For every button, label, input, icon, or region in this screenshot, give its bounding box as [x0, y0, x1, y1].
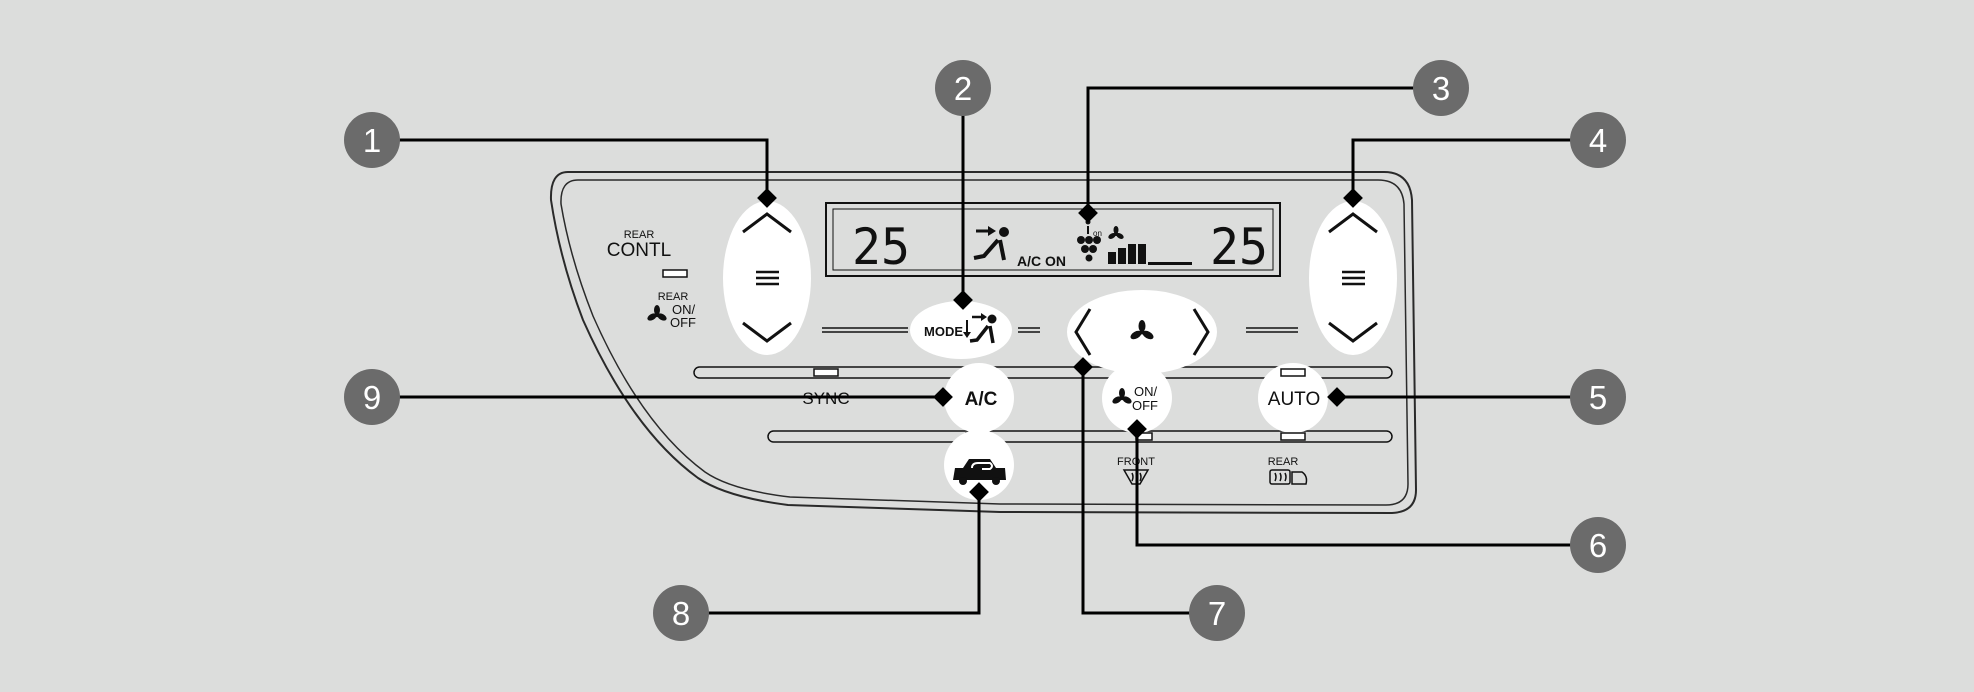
fan-on-label: ON/	[1134, 384, 1158, 399]
mode-label: MODE	[924, 324, 963, 339]
svg-text:4: 4	[1589, 122, 1607, 159]
rear-fan-icon	[647, 305, 667, 321]
fan-speed-bars-icon	[1108, 244, 1192, 265]
svg-text:8: 8	[672, 595, 690, 632]
callout-5: 5	[1570, 369, 1626, 425]
svg-text:6: 6	[1589, 527, 1607, 564]
rear-defrost-icon	[1269, 469, 1308, 485]
auto-label: AUTO	[1268, 389, 1320, 410]
rear-contl-indicator	[662, 269, 688, 278]
lcd-display	[825, 202, 1281, 277]
control-panel	[549, 171, 1418, 515]
ac-button[interactable]: A/C	[944, 363, 1014, 433]
callout-8: 8	[653, 585, 709, 641]
fan-speed-center-icon	[1130, 320, 1154, 340]
left-temp-up-icon[interactable]	[742, 212, 792, 234]
fan-on-off-icon	[1112, 388, 1132, 404]
recirculation-indicator-icon	[1077, 219, 1101, 262]
fan-speed-down-icon[interactable]	[1074, 308, 1092, 356]
rear-off-label: OFF	[670, 315, 696, 330]
temp-right-readout: 25	[1210, 218, 1268, 276]
rear-defrost-indicator	[1280, 432, 1306, 441]
ac-label: A/C	[965, 389, 998, 410]
svg-text:3: 3	[1432, 70, 1450, 107]
svg-text:7: 7	[1208, 595, 1226, 632]
sync-indicator	[813, 368, 839, 377]
callout-1: 1	[344, 112, 400, 168]
svg-text:5: 5	[1589, 379, 1607, 416]
callout-7: 7	[1189, 585, 1245, 641]
auto-indicator	[1280, 368, 1306, 377]
fan-on-off-button[interactable]: ON/ OFF	[1102, 363, 1172, 433]
rear-defrost-label: REAR	[1268, 456, 1299, 468]
callout-lines	[372, 86, 1598, 615]
left-temp-grip-icon	[756, 270, 779, 286]
callout-3: 3	[1413, 60, 1469, 116]
left-temp-down-icon[interactable]	[742, 321, 792, 343]
fan-speed-control[interactable]	[1067, 290, 1217, 374]
svg-text:2: 2	[954, 70, 972, 107]
callout-9: 9	[344, 369, 400, 425]
mode-button[interactable]: MODE	[910, 301, 1012, 359]
ac-on-indicator: A/C ON	[1017, 253, 1066, 269]
rear-contl-small-label: REAR	[624, 229, 655, 241]
recirculation-button[interactable]	[944, 430, 1014, 500]
svg-text:9: 9	[363, 379, 381, 416]
right-temp-control[interactable]	[1309, 201, 1397, 355]
rear-onoff-small-label: REAR	[658, 291, 689, 303]
rear-on-label: ON/	[672, 302, 696, 317]
on-small-indicator: on	[1093, 229, 1102, 238]
auto-button[interactable]: AUTO	[1258, 363, 1328, 433]
svg-text:1: 1	[363, 122, 381, 159]
fan-speed-fan-icon	[1108, 226, 1124, 239]
mode-airflow-icon	[963, 313, 997, 344]
panel-grooves	[693, 327, 1393, 443]
right-temp-up-icon[interactable]	[1328, 212, 1378, 234]
temp-left-readout: 25	[852, 218, 910, 276]
callout-markers	[757, 188, 1363, 502]
airflow-mode-icon	[973, 226, 1009, 261]
callout-6: 6	[1570, 517, 1626, 573]
left-temp-control[interactable]	[723, 201, 811, 355]
rear-contl-label: CONTL	[607, 240, 671, 261]
fan-speed-up-icon[interactable]	[1192, 308, 1210, 356]
right-temp-down-icon[interactable]	[1328, 321, 1378, 343]
callout-2: 2	[935, 60, 991, 116]
right-temp-grip-icon	[1342, 270, 1365, 286]
callout-4: 4	[1570, 112, 1626, 168]
fan-off-label: OFF	[1132, 398, 1158, 413]
recirculation-car-icon	[953, 459, 1006, 485]
